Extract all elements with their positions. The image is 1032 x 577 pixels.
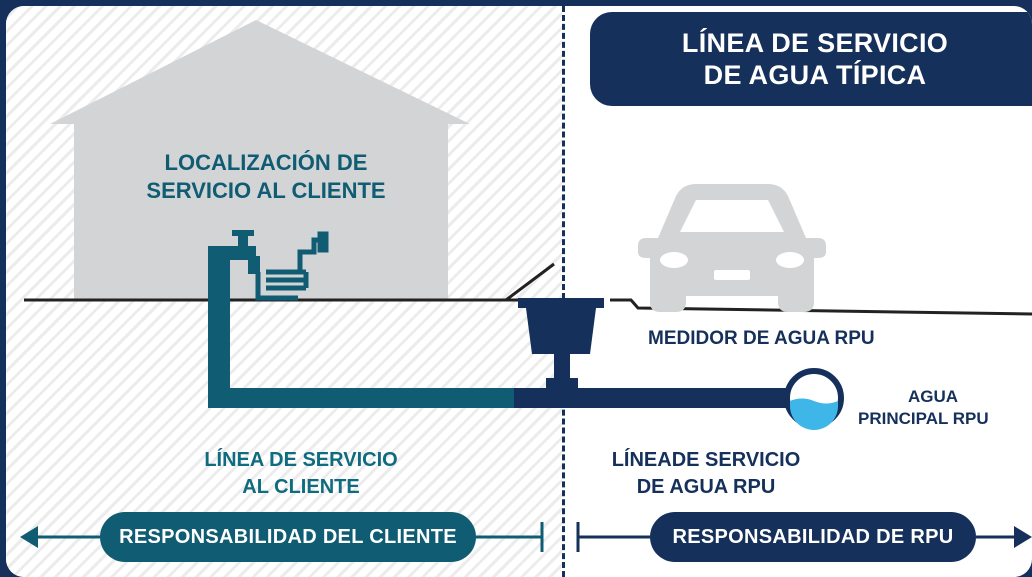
rpu-arrow-start [576,522,650,552]
car-icon [638,184,826,312]
water-main-label-line-1: AGUA [907,387,959,406]
house-label-line-2: SERVICIO AL CLIENTE [146,178,386,203]
rpu-responsibility-badge: RESPONSABILIDAD DE RPU [650,512,976,562]
customer-service-pipe [208,250,514,408]
diagram-title: LÍNEA DE SERVICIO DE AGUA TÍPICA [590,12,1032,106]
customer-arrow-end [476,522,544,552]
customer-line-label-1: LÍNEA DE SERVICIO [204,449,398,471]
right-arrow-icon [976,526,1032,548]
left-arrow-icon [20,526,102,548]
customer-line-label-2: AL CLIENTE [242,476,360,498]
title-line-1: LÍNEA DE SERVICIO [681,28,949,58]
customer-line-label: LÍNEA DE SERVICIO AL CLIENTE [181,447,421,501]
rpu-line-label: LÍNEADE SERVICIO DE AGUA RPU [596,447,816,501]
property-divider-line [562,6,565,577]
title-line-2: DE AGUA TÍPICA [703,60,927,90]
water-main-label-line-2: PRINCIPAL RPU [858,409,989,428]
diagram-art [20,20,1032,552]
rpu-line-label-1: LÍNEADE SERVICIO [611,449,801,471]
diagram-frame: LÍNEA DE SERVICIO DE AGUA TÍPICA LOCALIZ… [6,6,1032,577]
house-label: LOCALIZACIÓN DE SERVICIO AL CLIENTE [136,149,396,205]
house-label-line-1: LOCALIZACIÓN DE [164,150,368,175]
house-icon [50,20,470,300]
customer-responsibility-badge: RESPONSABILIDAD DEL CLIENTE [100,512,476,562]
faucet-icon [208,230,260,274]
water-main-label: AGUA PRINCIPAL RPU [858,386,989,430]
meter-box-icon [518,298,604,354]
water-main-icon [784,368,844,430]
rpu-service-pipe [514,346,798,408]
meter-label: MEDIDOR DE AGUA RPU [648,328,875,349]
rpu-line-label-2: DE AGUA RPU [636,476,776,498]
hose-icon [255,231,329,301]
